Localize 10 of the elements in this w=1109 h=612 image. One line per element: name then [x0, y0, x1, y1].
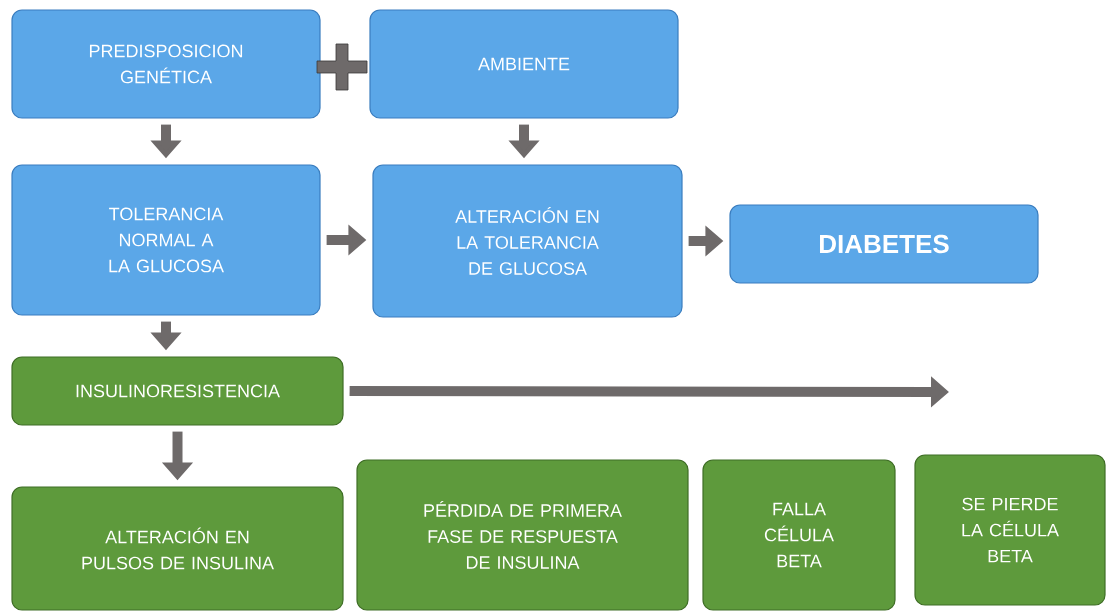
process-box: DIABETES	[729, 204, 1039, 284]
process-box: FALLA CÉLULA BETA	[702, 459, 896, 611]
process-box: ALTERACIÓN EN PULSOS DE INSULINA	[11, 486, 344, 611]
process-box: TOLERANCIA NORMAL A LA GLUCOSA	[11, 164, 321, 316]
process-box: PÉRDIDA DE PRIMERA FASE DE RESPUESTA DE INSULINA	[356, 459, 689, 611]
process-box: AMBIENTE	[369, 9, 679, 119]
process-box: SE PIERDE LA CÉLULA BETA	[914, 454, 1106, 606]
process-box: INSULINORESISTENCIA	[11, 356, 344, 426]
process-box: ALTERACIÓN EN LA TOLERANCIA DE GLUCOSA	[372, 164, 683, 318]
process-box: PREDISPOSICION GENÉTICA	[11, 9, 321, 119]
